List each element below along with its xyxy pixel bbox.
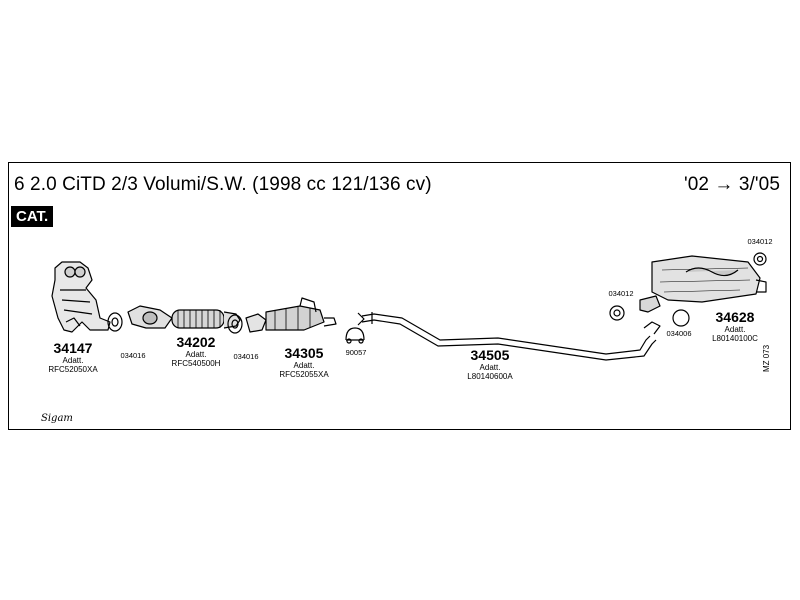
fitting-034016-2-label: 034016 xyxy=(233,352,259,361)
part-34305: 34305 Adatt. RFC52055XA xyxy=(279,345,329,379)
fitting-034012-1-label: 034012 xyxy=(608,289,634,298)
part-34202: 34202 Adatt. RFC540500H xyxy=(171,334,221,368)
cat-badge: CAT. xyxy=(11,206,54,227)
gasket-034016-1 xyxy=(107,312,123,332)
hanger-034012-2 xyxy=(753,252,767,266)
clamp-90057 xyxy=(345,327,365,344)
ring-034006 xyxy=(672,309,690,327)
fitting-90057-label: 90057 xyxy=(345,348,367,357)
drawing-reference: MZ 073 xyxy=(762,344,771,372)
fitting-034016-1-label: 034016 xyxy=(120,351,146,360)
gasket-034016-2 xyxy=(227,314,243,334)
part-34505: 34505 Adatt. L80140600A xyxy=(467,347,513,381)
catalyst-34305 xyxy=(245,297,337,333)
catalyst-manifold-34147 xyxy=(51,261,111,333)
diagram-frame xyxy=(8,162,791,430)
rear-silencer-34628 xyxy=(639,255,767,335)
hanger-034012-1 xyxy=(609,305,625,321)
part-34628: 34628 Adatt. L80140100C xyxy=(712,309,758,343)
brand-logo: Sigam xyxy=(41,413,73,424)
fitting-034012-2-label: 034012 xyxy=(747,237,773,246)
part-34147: 34147 Adatt. RFC52050XA xyxy=(48,340,98,374)
flex-pipe-34202 xyxy=(127,305,241,329)
fitting-034006-label: 034006 xyxy=(666,329,692,338)
intermediate-pipe-34505 xyxy=(357,312,657,361)
vehicle-title: 6 2.0 CiTD 2/3 Volumi/S.W. (1998 cc 121/… xyxy=(14,174,432,195)
model-years: '02 → 3/'05 xyxy=(683,174,780,195)
